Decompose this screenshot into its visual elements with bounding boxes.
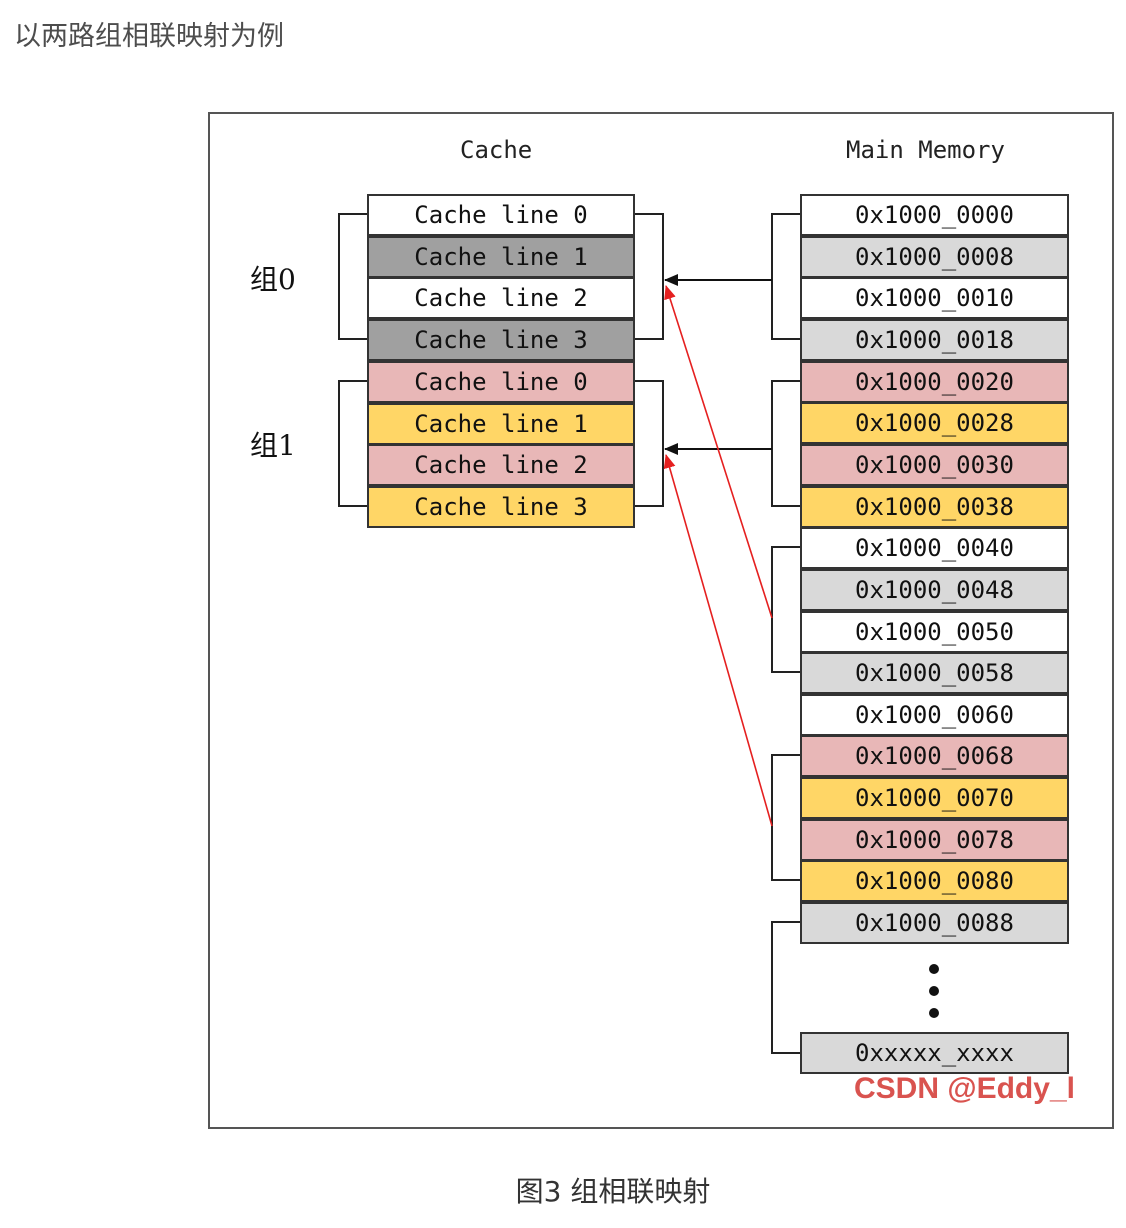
- memory-block: 0x1000_0078: [800, 819, 1069, 861]
- dot: [929, 986, 939, 996]
- cache-line-set1-0: Cache line 0: [367, 361, 635, 403]
- red-arrow-set-1: [663, 454, 773, 827]
- memory-block: 0x1000_0040: [800, 527, 1069, 569]
- memory-block: 0x1000_0070: [800, 777, 1069, 819]
- set-0-right-bracket: [635, 213, 664, 340]
- memory-block: 0x1000_0068: [800, 735, 1069, 777]
- memory-block: 0x1000_0020: [800, 361, 1069, 403]
- cache-line-set0-2: Cache line 2: [367, 277, 635, 319]
- watermark: CSDN @Eddy_l: [854, 1072, 1075, 1105]
- mem-group-4-bracket: [771, 921, 800, 1054]
- dot: [929, 1008, 939, 1018]
- mem-group-2-bracket: [771, 546, 800, 673]
- set-0-label: 组0: [250, 263, 296, 296]
- set-1-label: 组1: [250, 429, 296, 462]
- memory-header: Main Memory: [846, 136, 1005, 164]
- mem-group-0-bracket: [771, 213, 800, 340]
- cache-line-set1-3: Cache line 3: [367, 486, 635, 528]
- memory-block: 0x1000_0000: [800, 194, 1069, 236]
- memory-block: 0x1000_0018: [800, 319, 1069, 361]
- memory-block: 0x1000_0028: [800, 402, 1069, 444]
- red-arrow-set-0: [664, 285, 773, 619]
- set-1-right-bracket: [635, 380, 664, 507]
- set-0-left-bracket: [338, 213, 367, 340]
- cache-line-set1-1: Cache line 1: [367, 403, 635, 445]
- memory-block: 0x1000_0088: [800, 902, 1069, 944]
- intro-text: 以两路组相联映射为例: [14, 21, 284, 52]
- mem-group-1-bracket: [771, 380, 800, 507]
- cache-line-set0-1: Cache line 1: [367, 236, 635, 278]
- set-1-left-bracket: [338, 380, 367, 507]
- memory-block: 0x1000_0060: [800, 694, 1069, 736]
- memory-block: 0x1000_0010: [800, 277, 1069, 319]
- diagram-frame: [208, 112, 1114, 1129]
- cache-line-set0-0: Cache line 0: [367, 194, 635, 236]
- cache-line-set1-2: Cache line 2: [367, 444, 635, 486]
- memory-block: 0x1000_0050: [800, 611, 1069, 653]
- cache-line-set0-3: Cache line 3: [367, 319, 635, 361]
- ellipsis-dots: [929, 964, 939, 1030]
- figure-caption: 图3 组相联映射: [515, 1175, 711, 1208]
- memory-block: 0x1000_0048: [800, 569, 1069, 611]
- mem-group-3-bracket: [771, 754, 800, 881]
- memory-block-last: 0xxxxx_xxxx: [800, 1032, 1069, 1074]
- memory-block: 0x1000_0080: [800, 860, 1069, 902]
- memory-block: 0x1000_0058: [800, 652, 1069, 694]
- memory-block: 0x1000_0030: [800, 444, 1069, 486]
- cache-header: Cache: [460, 136, 533, 164]
- dot: [929, 964, 939, 974]
- memory-block: 0x1000_0038: [800, 486, 1069, 528]
